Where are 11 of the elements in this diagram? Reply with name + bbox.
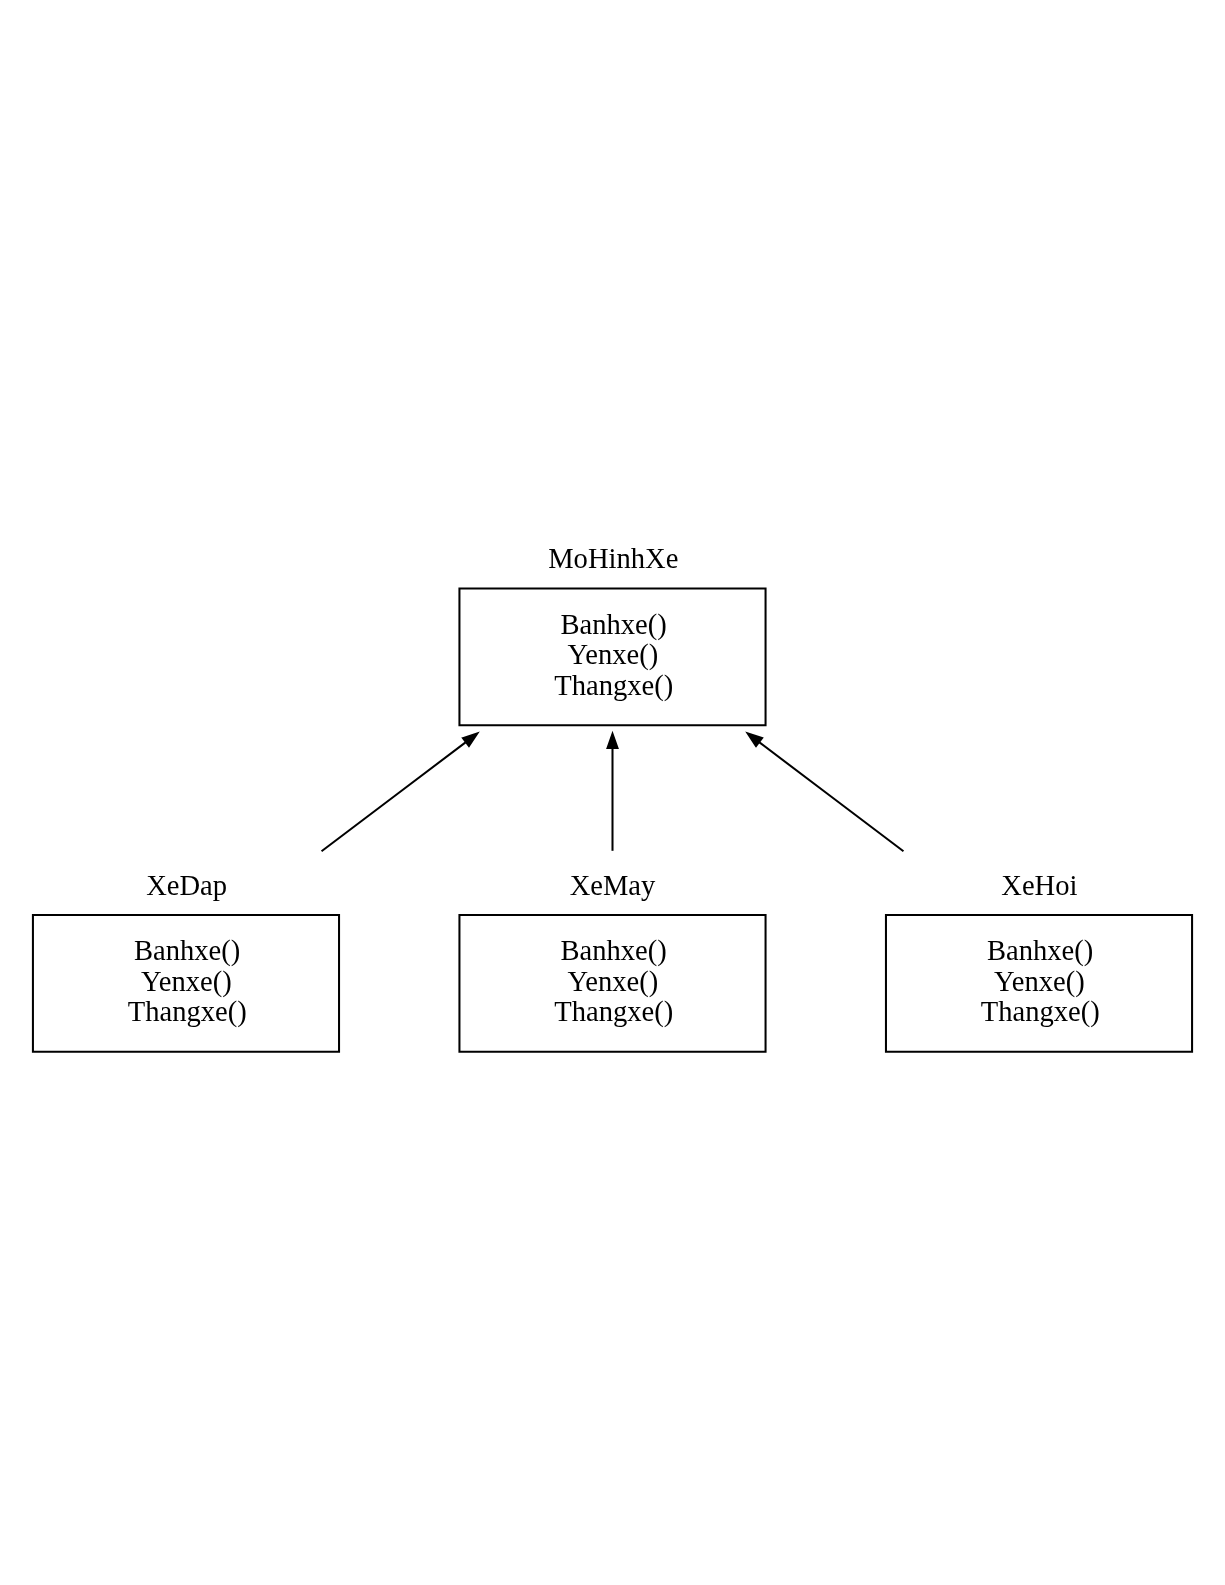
arrow [320, 731, 480, 853]
arrow [606, 730, 619, 851]
node-box: Banhxe() Yenxe() Thangxe() [458, 587, 767, 727]
node-box: Banhxe() Yenxe() Thangxe() [458, 913, 767, 1053]
node-label: XeHoi [1001, 869, 1078, 901]
node-label: MoHinhXe [548, 543, 679, 575]
node-box: Banhxe() Yenxe() Thangxe() [884, 913, 1194, 1053]
arrow [745, 731, 905, 853]
node-label: XeMay [569, 869, 656, 901]
node-box: Banhxe() Yenxe() Thangxe() [31, 913, 341, 1053]
node-label: XeDap [146, 869, 228, 901]
